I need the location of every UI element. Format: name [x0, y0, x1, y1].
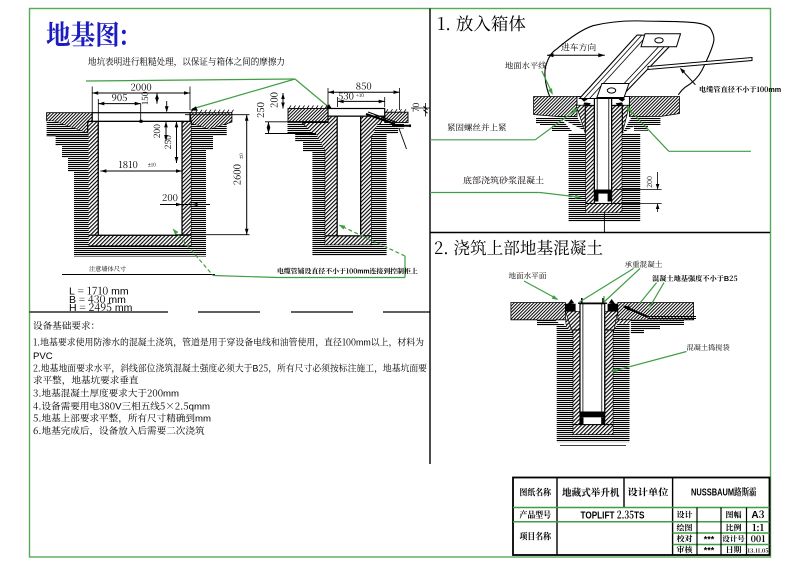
svg-text:注意墙体尺寸: 注意墙体尺寸 [89, 264, 126, 273]
svg-text:地坑表明进行粗糙处理，以保证与箱体之间的摩擦力: 地坑表明进行粗糙处理，以保证与箱体之间的摩擦力 [88, 54, 285, 68]
svg-text:比例: 比例 [726, 523, 742, 534]
svg-text:001: 001 [751, 532, 766, 545]
svg-text:TOPLIFT 2.35TS: TOPLIFT 2.35TS [581, 508, 645, 523]
svg-text:混凝土地基强度不小于B25: 混凝土地基强度不小于B25 [652, 274, 738, 284]
svg-text:200: 200 [267, 92, 281, 108]
svg-text:1:1: 1:1 [752, 520, 765, 534]
svg-text:200: 200 [151, 124, 163, 138]
svg-text:图纸名称: 图纸名称 [520, 485, 552, 499]
svg-text:13.11.05: 13.11.05 [747, 547, 768, 555]
svg-text:项目名称: 项目名称 [520, 529, 552, 543]
svg-text:150: 150 [139, 91, 151, 105]
svg-text:图幅: 图幅 [726, 510, 742, 521]
svg-text:求平整，地基坑要求垂直: 求平整，地基坑要求垂直 [33, 373, 139, 387]
svg-text:+10: +10 [356, 92, 364, 99]
svg-text:电缆管铺设直径不小于100mm连接到控制柜上: 电缆管铺设直径不小于100mm连接到控制柜上 [277, 266, 418, 276]
svg-text:A3: A3 [751, 506, 764, 521]
svg-text:1.地基要求使用防渗水的混凝土浇筑，管道是用于穿设备电线和油: 1.地基要求使用防渗水的混凝土浇筑，管道是用于穿设备电线和油管使用，直径100m… [33, 335, 424, 349]
svg-text:L = 1710 mm: L = 1710 mm [69, 284, 129, 299]
svg-text:***: *** [704, 533, 715, 546]
svg-text:绘图: 绘图 [677, 523, 693, 534]
svg-text:地面水平面: 地面水平面 [509, 271, 547, 282]
svg-text:PVC: PVC [33, 348, 53, 362]
svg-text:产品型号: 产品型号 [520, 507, 552, 521]
svg-text:250: 250 [162, 135, 174, 149]
svg-text:6.地基完成后，设备放入后需要二次浇筑: 6.地基完成后，设备放入后需要二次浇筑 [33, 423, 205, 437]
svg-text:4.设备需要用电380V三相五线5×2.5qmm: 4.设备需要用电380V三相五线5×2.5qmm [33, 399, 210, 413]
svg-text:±0: ±0 [238, 153, 245, 159]
svg-text:电缆管直径不小于100mm: 电缆管直径不小于100mm [699, 85, 781, 95]
svg-text:紧固螺丝并上紧: 紧固螺丝并上紧 [447, 122, 507, 134]
svg-text:审核: 审核 [677, 545, 694, 556]
svg-text:设备基础要求：: 设备基础要求： [33, 318, 100, 332]
svg-text:905: 905 [112, 90, 128, 104]
svg-text:地面水平线: 地面水平线 [505, 60, 547, 72]
svg-text:530: 530 [338, 89, 354, 103]
svg-text:***: *** [704, 544, 715, 557]
svg-text:设计单位: 设计单位 [628, 485, 670, 499]
svg-text:±10: ±10 [148, 162, 156, 169]
svg-text:NUSSBAUM路斯霸: NUSSBAUM路斯霸 [691, 484, 757, 499]
svg-text:地藏式举升机: 地藏式举升机 [562, 484, 620, 499]
svg-text:进车方向: 进车方向 [561, 41, 596, 54]
svg-text:200: 200 [162, 190, 178, 204]
svg-text:1. 放入箱体: 1. 放入箱体 [437, 11, 526, 36]
svg-text:混凝土捣搅袋: 混凝土捣搅袋 [687, 343, 730, 353]
svg-text:2600: 2600 [230, 164, 244, 185]
svg-text:70: 70 [410, 103, 422, 113]
svg-text:设计号: 设计号 [722, 534, 745, 545]
svg-text:H = 2495 mm: H = 2495 mm [69, 300, 133, 315]
svg-text:250: 250 [253, 102, 267, 118]
svg-text:承重混凝土: 承重混凝土 [625, 259, 663, 270]
svg-text:地基图:: 地基图: [46, 13, 128, 53]
svg-text:底部浇筑砂浆混凝土: 底部浇筑砂浆混凝土 [463, 174, 544, 187]
svg-text:2. 浇筑上部地基混凝土: 2. 浇筑上部地基混凝土 [434, 234, 603, 259]
svg-text:3.地基混凝土厚度要求大于200mm: 3.地基混凝土厚度要求大于200mm [33, 386, 179, 400]
svg-text:200: 200 [645, 176, 655, 188]
svg-text:2000: 2000 [131, 80, 152, 94]
svg-text:2.地基地面要求水平，斜线部位浇筑混凝土强度必须大于B25，: 2.地基地面要求水平，斜线部位浇筑混凝土强度必须大于B25，所有尺寸必须按标注施… [33, 361, 427, 375]
svg-text:850: 850 [356, 79, 372, 93]
svg-text:设计: 设计 [677, 510, 693, 521]
svg-text:5.地基上部要求平整，所有尺寸精确到mm: 5.地基上部要求平整，所有尺寸精确到mm [33, 411, 211, 425]
svg-text:B = 430 mm: B = 430 mm [69, 292, 126, 307]
svg-text:日期: 日期 [726, 545, 742, 556]
svg-text:1810: 1810 [118, 157, 138, 171]
svg-text:校对: 校对 [677, 534, 693, 545]
